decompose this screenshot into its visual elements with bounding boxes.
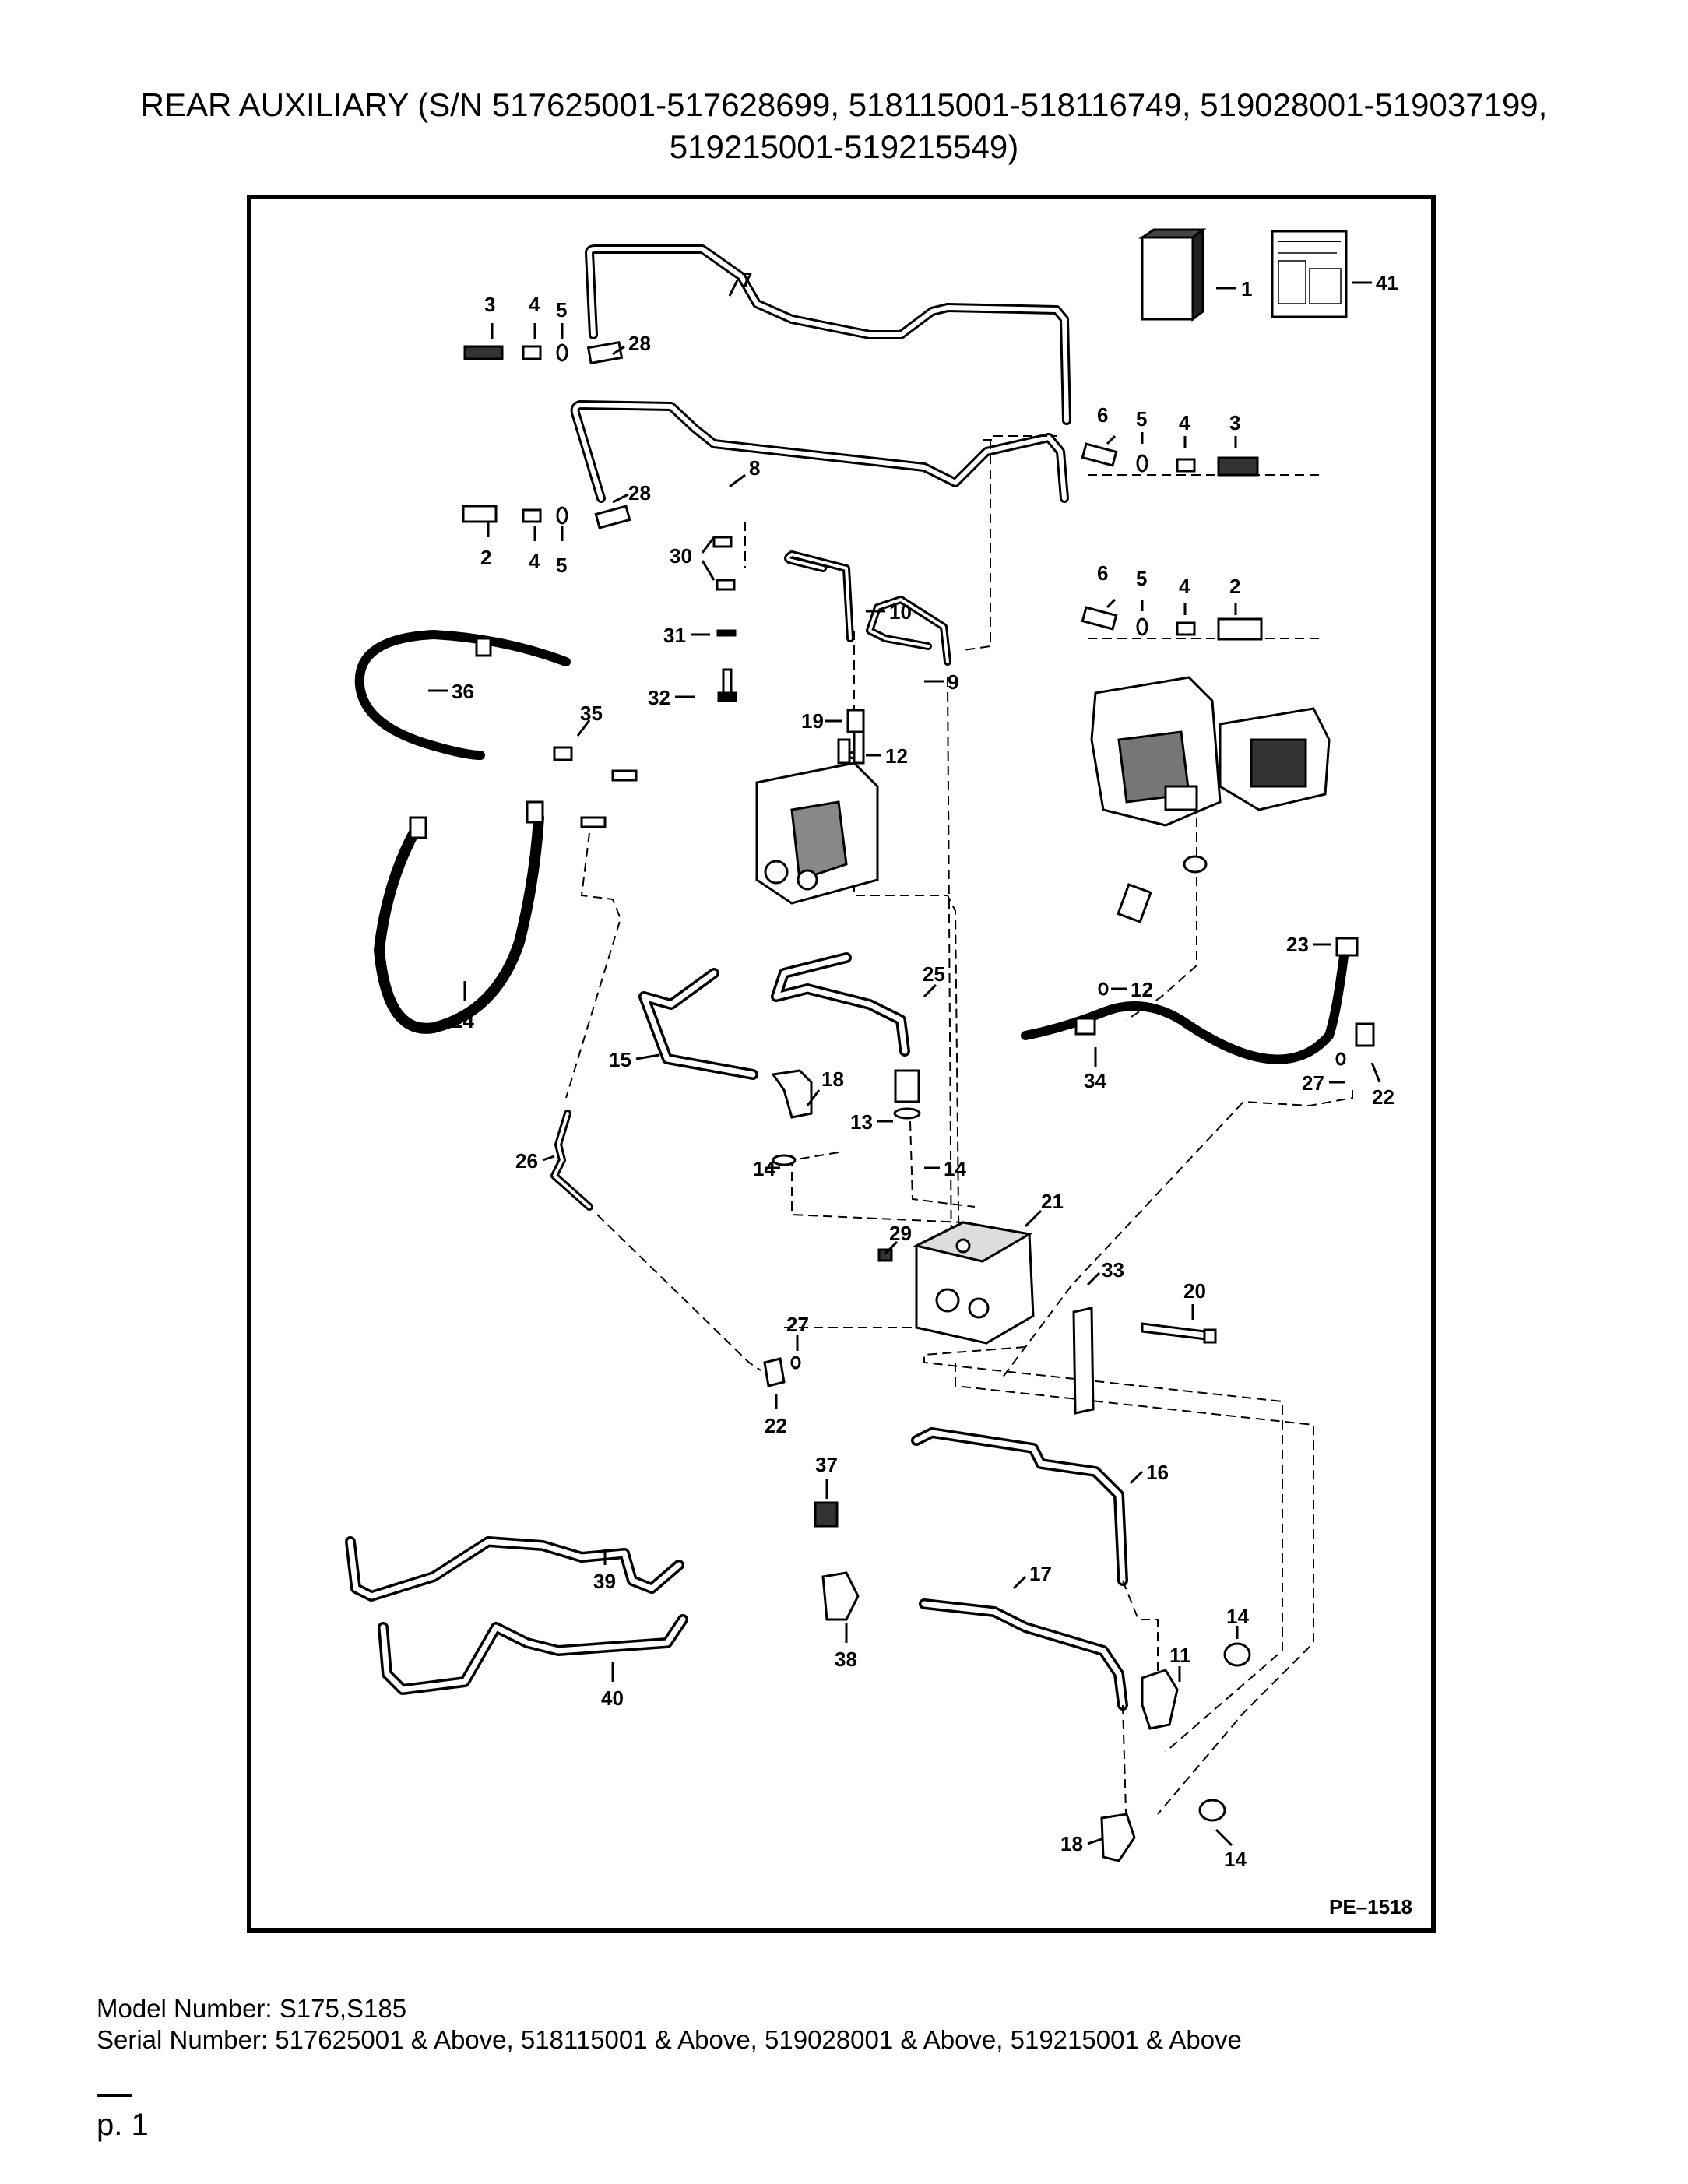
page-label: p. 1 — [97, 2108, 149, 2142]
callout-38: 38 — [835, 1648, 857, 1671]
assembly-lines — [565, 435, 1353, 1838]
callout-17: 17 — [1029, 1562, 1052, 1585]
fitting-group-upper-right — [1081, 442, 1259, 477]
callout-24: 24 — [452, 1009, 474, 1032]
model-number: Model Number: S175,S185 — [97, 1994, 407, 2023]
page-divider — [97, 2094, 132, 2097]
callout-18: 18 — [1060, 1832, 1083, 1855]
callout-8: 8 — [749, 456, 760, 480]
callout-2: 2 — [1229, 575, 1240, 598]
callout-14: 14 — [753, 1157, 775, 1180]
parts-diagram: 1 41 3 4 5 28 7 6 5 4 3 8 28 2 4 5 30 6 … — [247, 195, 1436, 1933]
callout-7: 7 — [741, 268, 752, 291]
callout-2: 2 — [480, 546, 491, 569]
callout-40: 40 — [601, 1686, 624, 1710]
callout-22: 22 — [765, 1414, 787, 1437]
fitting-group-middle-right — [1081, 606, 1263, 641]
callout-34: 34 — [1084, 1069, 1106, 1092]
callout-35: 35 — [580, 702, 603, 725]
callout-20: 20 — [1183, 1279, 1206, 1303]
callout-21: 21 — [1041, 1190, 1064, 1213]
callout-26: 26 — [515, 1149, 538, 1173]
manifold-block — [913, 1221, 1035, 1345]
control-valve — [755, 730, 879, 905]
callout-4: 4 — [1179, 411, 1190, 434]
callout-39: 39 — [593, 1570, 616, 1593]
decal-icon — [1271, 230, 1348, 318]
callout-37: 37 — [815, 1453, 838, 1476]
callout-16: 16 — [1146, 1461, 1169, 1484]
callout-6: 6 — [1097, 561, 1108, 585]
callout-29: 29 — [889, 1222, 912, 1245]
manual-icon — [1138, 228, 1207, 322]
page-indicator: p. 1 — [97, 2094, 149, 2143]
parts-drawings — [409, 228, 1375, 1862]
callout-23: 23 — [1286, 933, 1309, 956]
callout-5: 5 — [1136, 567, 1147, 590]
serial-number: Serial Number: 517625001 & Above, 518115… — [97, 2025, 1242, 2054]
callout-36: 36 — [452, 680, 474, 703]
callout-9: 9 — [948, 670, 958, 694]
callout-5: 5 — [1136, 407, 1147, 431]
callout-18: 18 — [821, 1067, 844, 1091]
callout-27: 27 — [786, 1313, 809, 1336]
callout-4: 4 — [1179, 575, 1190, 598]
callout-14: 14 — [1224, 1848, 1247, 1871]
callout-4: 4 — [529, 293, 540, 316]
callout-1: 1 — [1241, 277, 1252, 301]
title-line-2: 519215001-519215549) — [669, 128, 1019, 165]
callout-28: 28 — [628, 481, 651, 505]
callout-15: 15 — [609, 1048, 631, 1071]
callout-28: 28 — [628, 332, 651, 355]
callout-11: 11 — [1169, 1644, 1191, 1667]
clamp-assembly — [712, 536, 737, 702]
callout-27: 27 — [1302, 1071, 1324, 1095]
callout-5: 5 — [556, 298, 567, 322]
callout-30: 30 — [670, 544, 692, 568]
elbow-fitting-18-upper — [771, 1069, 813, 1119]
callout-19: 19 — [801, 709, 824, 733]
callout-6: 6 — [1097, 403, 1108, 427]
callout-33: 33 — [1102, 1258, 1124, 1282]
callout-3: 3 — [1229, 411, 1240, 434]
callout-13: 13 — [850, 1110, 873, 1134]
callout-labels: 1 41 3 4 5 28 7 6 5 4 3 8 28 2 4 5 30 6 … — [452, 268, 1398, 1871]
tube-lines — [345, 244, 1128, 1711]
callout-32: 32 — [648, 686, 670, 709]
fitting-group-upper-left — [463, 340, 624, 365]
callout-25: 25 — [923, 962, 945, 986]
figure-code: PE–1518 — [1329, 1895, 1412, 1918]
hydraulic-pump — [1090, 676, 1331, 827]
callout-3: 3 — [484, 293, 495, 316]
page-title: REAR AUXILIARY (S/N 517625001-517628699,… — [0, 84, 1688, 168]
callout-5: 5 — [556, 554, 567, 577]
callout-14: 14 — [1226, 1605, 1249, 1628]
callout-10: 10 — [889, 600, 912, 624]
callout-leaders — [428, 280, 1381, 1847]
fitting-group-middle-left — [462, 505, 631, 529]
diagram-border — [247, 195, 1436, 1933]
callout-12: 12 — [1131, 978, 1153, 1001]
callout-31: 31 — [663, 624, 686, 647]
callout-14: 14 — [944, 1157, 966, 1180]
footer: Model Number: S175,S185 Serial Number: 5… — [97, 1993, 1242, 2056]
callout-4: 4 — [529, 550, 540, 573]
callout-12: 12 — [885, 744, 908, 768]
callout-41: 41 — [1376, 271, 1398, 294]
callout-22: 22 — [1372, 1085, 1394, 1109]
title-line-1: REAR AUXILIARY (S/N 517625001-517628699,… — [140, 86, 1548, 123]
